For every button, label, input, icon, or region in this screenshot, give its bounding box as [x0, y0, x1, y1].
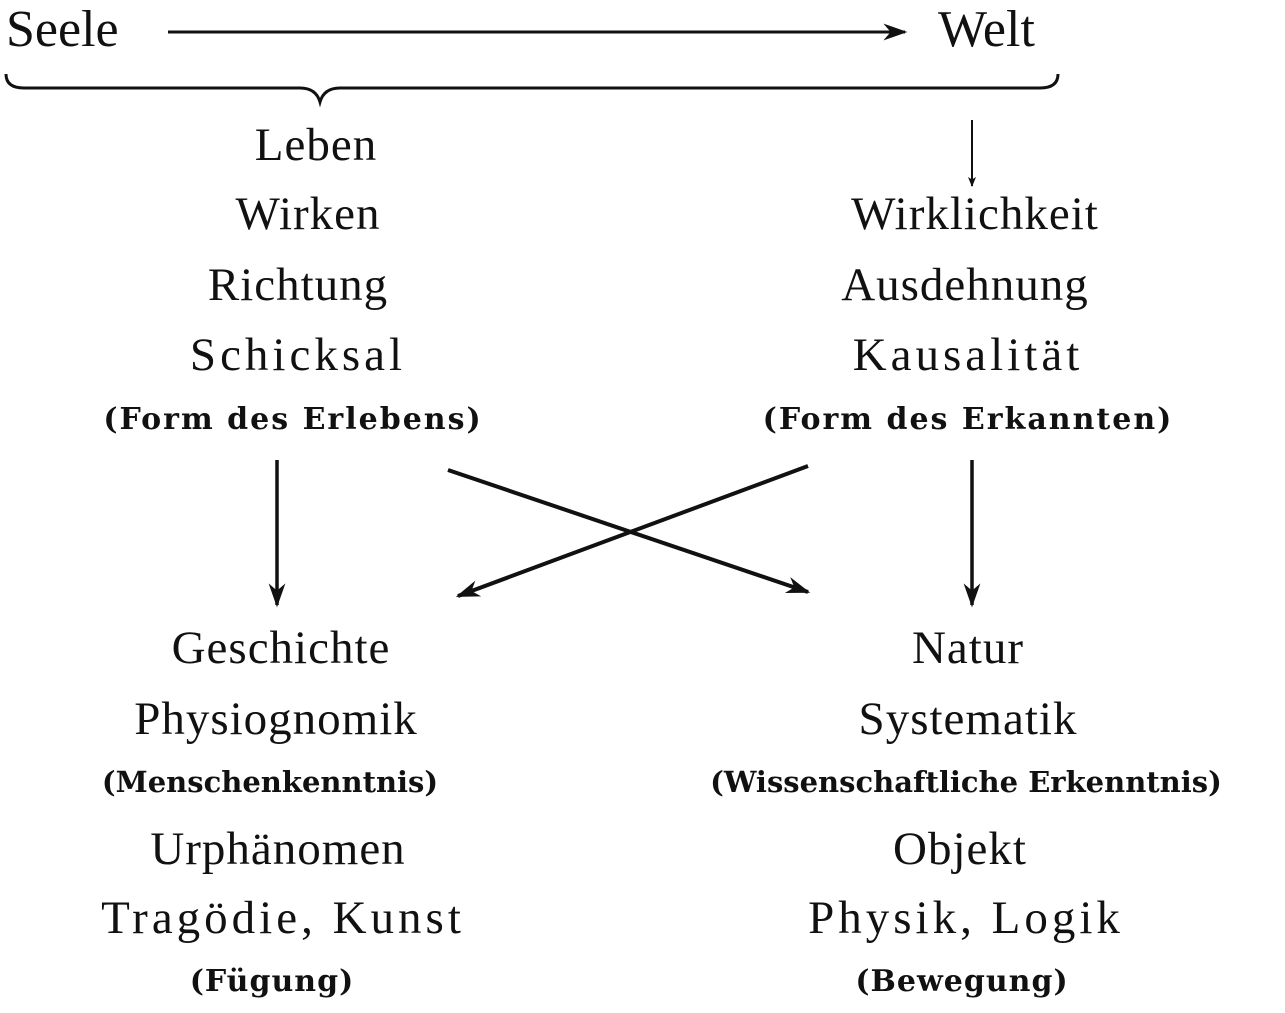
richtung-label: Richtung — [207, 259, 389, 311]
menschenkenntnis-label: (Menschenkenntnis) — [101, 765, 439, 799]
schicksal-label: Schicksal — [189, 329, 407, 381]
welt-label: Welt — [938, 1, 1035, 58]
wissenschaftliche-erkenntnis-label: (Wissenschaftliche Erkenntnis) — [710, 765, 1222, 799]
seele-label: Seele — [6, 1, 119, 58]
natur-label: Natur — [911, 622, 1025, 674]
kausalitaet-label: Kausalität — [852, 329, 1084, 381]
ausdehnung-label: Ausdehnung — [841, 259, 1089, 311]
systematik-label: Systematik — [858, 693, 1078, 745]
urphaenomen-label: Urphänomen — [150, 823, 406, 875]
form-des-erlebens-label: (Form des Erlebens) — [103, 402, 483, 437]
geschichte-label: Geschichte — [171, 622, 391, 674]
wirken-label: Wirken — [235, 188, 381, 240]
form-des-erkannten-label: (Form des Erkannten) — [762, 402, 1174, 437]
top-brace — [4, 73, 1060, 108]
leben-label: Leben — [254, 119, 378, 171]
cross-arrow-to-geschichte — [455, 464, 809, 598]
objekt-label: Objekt — [893, 823, 1027, 875]
tragoedie-kunst-label: Tragödie, Kunst — [101, 892, 465, 944]
physiognomik-label: Physiognomik — [134, 693, 418, 745]
physik-logik-label: Physik, Logik — [808, 892, 1124, 944]
fuegung-label: (Fügung) — [189, 964, 355, 999]
bewegung-label: (Bewegung) — [855, 964, 1069, 999]
wirklichkeit-label: Wirklichkeit — [851, 188, 1099, 240]
